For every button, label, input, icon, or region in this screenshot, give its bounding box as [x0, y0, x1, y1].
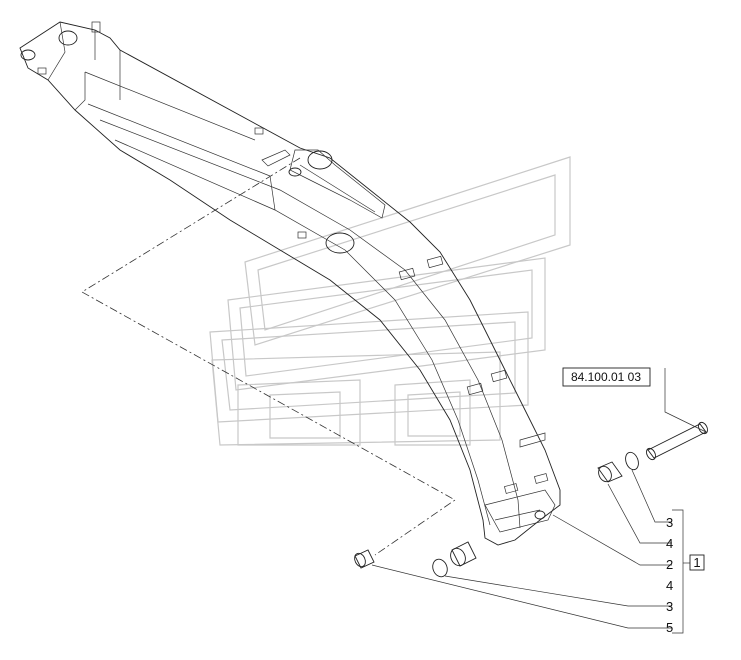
callout-5: 5 — [666, 620, 673, 635]
callout-2: 2 — [666, 557, 673, 572]
callout-3-lower: 3 — [666, 599, 673, 614]
watermark-logo — [209, 156, 571, 446]
lower-bushing-small — [354, 549, 375, 569]
callout-3-upper: 3 — [666, 515, 673, 530]
upper-o-ring — [625, 451, 639, 471]
pin-shaft — [646, 421, 708, 461]
lower-o-ring — [432, 558, 448, 578]
callout-4-lower: 4 — [666, 578, 673, 593]
upper-bushing — [597, 461, 623, 483]
leader-lines — [371, 368, 707, 634]
boom-arm — [19, 21, 561, 546]
dashed-guide-line — [81, 157, 456, 556]
reference-label: 84.100.01 03 — [571, 370, 641, 384]
callout-4-upper: 4 — [666, 536, 673, 551]
kit-label: 1 — [693, 555, 700, 570]
lower-bushing-large — [450, 541, 477, 567]
kit-box — [689, 554, 705, 571]
reference-box — [562, 367, 651, 387]
